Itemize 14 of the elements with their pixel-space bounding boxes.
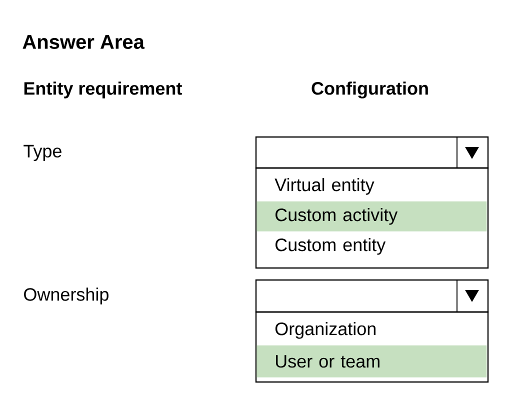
dropdown-list [255, 311, 489, 383]
title: Answer Area [22, 35, 145, 49]
dropdown-option: User or team [256, 345, 487, 378]
row-label: Type [24, 144, 62, 162]
dropdown-option: Custom activity [256, 201, 487, 232]
dropdown-field [255, 279, 489, 313]
row-label: Ownership [24, 288, 108, 304]
column-header: Configuration [312, 82, 428, 98]
dropdown-option: Organization [275, 322, 376, 339]
dropdown-option: Virtual entity [274, 178, 374, 195]
dropdown-field [255, 136, 489, 169]
dropdown-list [255, 167, 489, 269]
column-header: Entity requirement [24, 82, 182, 98]
dropdown-option: Custom entity [276, 238, 386, 255]
